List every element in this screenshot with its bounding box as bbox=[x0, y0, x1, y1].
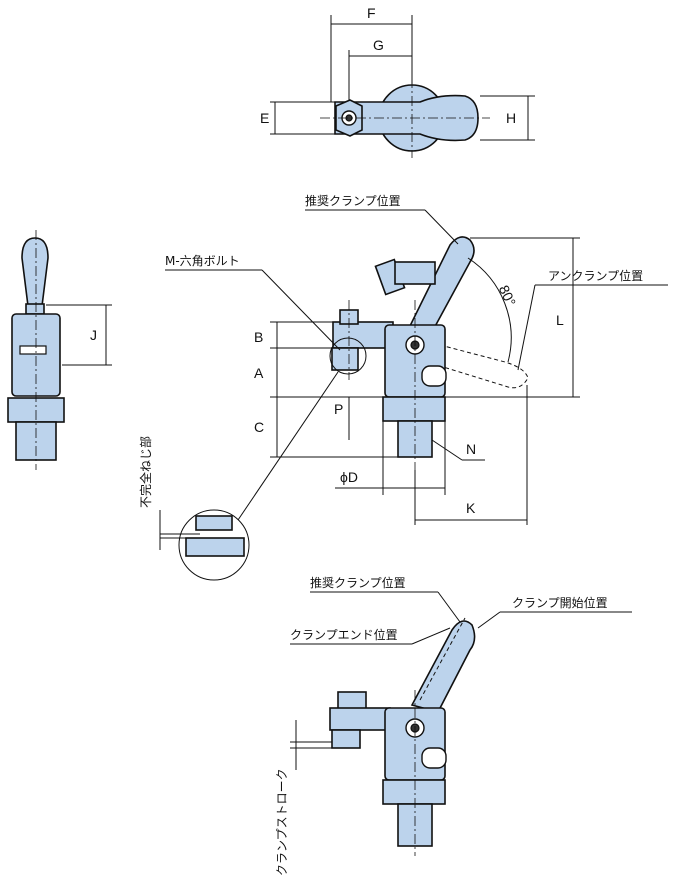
dim-A: A bbox=[254, 365, 264, 381]
dim-E: E bbox=[260, 110, 269, 126]
front-view: B A C P L 80° ϕD K N 推奨クランプ位置 アンクランプ位置 bbox=[165, 193, 668, 525]
dim-C: C bbox=[254, 419, 264, 435]
front-nut bbox=[382, 396, 446, 422]
dim-P: P bbox=[334, 401, 343, 417]
detail-nut bbox=[185, 537, 245, 557]
callout-clamp-start: クランプ開始位置 bbox=[512, 595, 608, 610]
side-clamp-top bbox=[25, 303, 45, 315]
detail-bolt-head bbox=[195, 515, 233, 531]
front-link-block bbox=[394, 261, 436, 285]
bottom-arm bbox=[329, 707, 391, 731]
dim-B: B bbox=[254, 329, 263, 345]
bottom-handle bbox=[410, 620, 476, 713]
bottom-view: クランプストローク 推奨クランプ位置 クランプ開始位置 クランプエンド位置 bbox=[275, 575, 632, 876]
top-view: F G E H bbox=[260, 5, 535, 158]
bottom-hex-bolt bbox=[331, 729, 361, 749]
front-hex-bolt bbox=[331, 347, 359, 371]
dim-phiD: ϕD bbox=[340, 469, 358, 485]
dim-F: F bbox=[367, 5, 376, 21]
callout-recommended-clamp: 推奨クランプ位置 bbox=[305, 193, 401, 208]
callout-unclamp: アンクランプ位置 bbox=[548, 268, 643, 283]
side-view: J bbox=[7, 230, 112, 470]
dim-J: J bbox=[90, 327, 97, 343]
dim-G: G bbox=[373, 37, 384, 53]
callout-incomplete-thread: 不完全ねじ部 bbox=[138, 436, 153, 508]
side-handle bbox=[21, 237, 49, 307]
callout-clamp-stroke: クランプストローク bbox=[275, 768, 289, 876]
dim-H: H bbox=[506, 110, 516, 126]
dim-N: N bbox=[466, 441, 476, 457]
dim-angle: 80° bbox=[496, 283, 519, 309]
callout-hex-bolt: M-六角ボルト bbox=[165, 254, 240, 268]
callout-recommended-clamp-2: 推奨クランプ位置 bbox=[310, 575, 406, 590]
detail-thread: 不完全ねじ部 bbox=[138, 337, 367, 581]
callout-clamp-end: クランプエンド位置 bbox=[290, 627, 398, 642]
dim-K: K bbox=[466, 500, 476, 516]
bottom-nut bbox=[382, 779, 446, 805]
dim-L: L bbox=[556, 312, 564, 328]
front-arm bbox=[332, 321, 394, 349]
